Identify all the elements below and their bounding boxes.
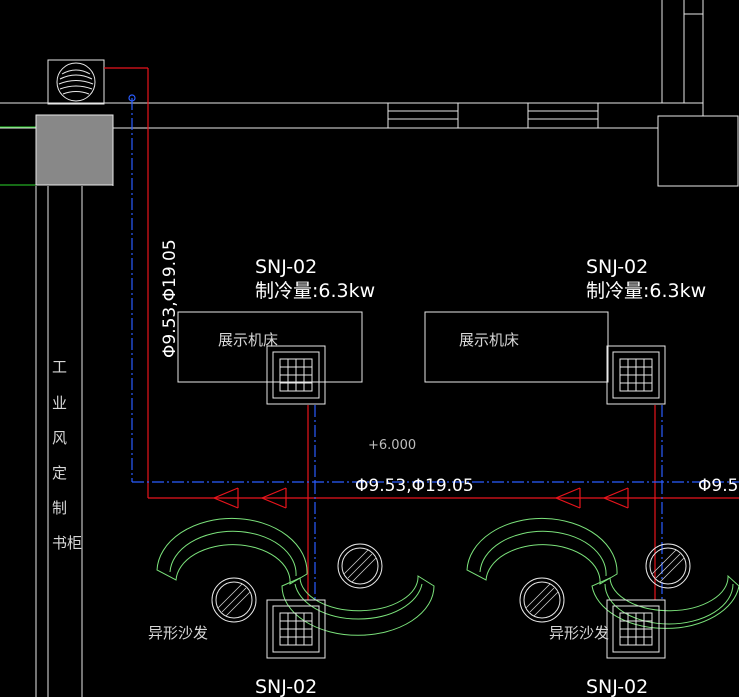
cabinet-label: 工 业 风 定 制 书柜 [52, 358, 82, 552]
refrigerant-gas-lines [131, 98, 739, 600]
unit-1-capacity: 制冷量:6.3kw [255, 280, 375, 302]
table-hatching [217, 549, 685, 617]
unit-4-model: SNJ-02 [586, 676, 648, 697]
cabinet-label-char: 书柜 [52, 534, 82, 552]
grey-shaft [35, 114, 114, 186]
cassette-unit-4-icon [606, 599, 666, 659]
cassette-unit-3-icon [266, 599, 326, 659]
cassette-unit-1-icon [266, 345, 326, 405]
sofa-label-2: 异形沙发 [549, 624, 609, 642]
cabinet-label-char: 风 [52, 429, 67, 447]
gas-line-end-icon [128, 94, 136, 102]
sofa-label-1: 异形沙发 [148, 624, 208, 642]
cabinet-label-char: 制 [52, 499, 67, 517]
refrigerant-liquid-lines [104, 67, 739, 600]
machine-outlines [177, 311, 609, 383]
elevation-label: +6.000 [368, 438, 416, 453]
pipe-label-vertical: Φ9.53,Φ19.05 [160, 239, 180, 358]
cassette-unit-2-icon [606, 345, 666, 405]
flow-arrows [212, 487, 629, 509]
unit-1-model: SNJ-02 [255, 256, 317, 278]
pipe-label-main-1: Φ9.53,Φ19.05 [355, 476, 474, 496]
unit-2-capacity: 制冷量:6.3kw [586, 280, 706, 302]
cabinet-label-char: 工 [52, 358, 67, 376]
cabinet-label-char: 定 [52, 464, 67, 482]
green-pipes [0, 126, 36, 186]
unit-2-model: SNJ-02 [586, 256, 648, 278]
round-tables [211, 543, 691, 623]
pipe-label-main-2: Φ9.5 [698, 476, 738, 496]
cabinet-label-char: 业 [52, 394, 67, 412]
outdoor-unit-fan-icon [47, 59, 105, 105]
machine-2-label: 展示机床 [459, 331, 519, 349]
unit-3-model: SNJ-02 [255, 676, 317, 697]
sofa-group-right [466, 517, 739, 629]
machine-1-label: 展示机床 [218, 331, 278, 349]
